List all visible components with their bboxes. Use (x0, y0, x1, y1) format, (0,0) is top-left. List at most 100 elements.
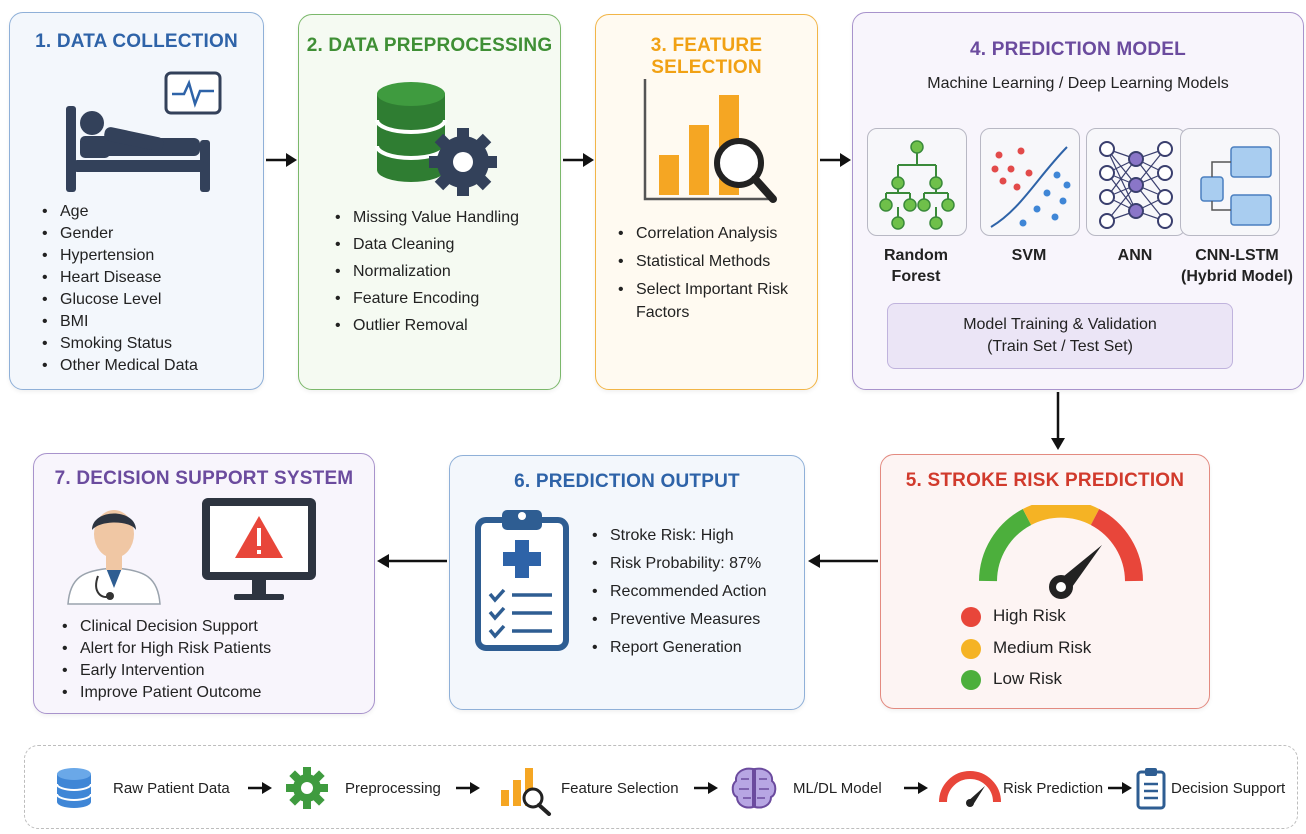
legend-medium-risk: Medium Risk (993, 638, 1092, 657)
list-item: Early Intervention (60, 660, 271, 682)
arrow-right-icon (694, 782, 718, 794)
list-item: Statistical Methods (616, 250, 806, 273)
model-label-random-forest: Random Forest (867, 245, 965, 287)
chart-search-icon (501, 768, 551, 816)
step7-list: Clinical Decision Support Alert for High… (60, 616, 271, 704)
pipeline-summary-strip: Raw Patient Data Preprocessing Feat (24, 745, 1298, 829)
flow-label: Raw Patient Data (113, 779, 230, 797)
flow-item-risk-prediction: Risk Prediction (937, 746, 1103, 830)
flow-item-ml-model: ML/DL Model (731, 746, 882, 830)
flow-item-preprocessing: Preprocessing (285, 746, 441, 830)
list-item: Report Generation (590, 634, 767, 662)
step6-prediction-output-box: 6. PREDICTION OUTPUT Stroke Risk: High R… (449, 455, 805, 710)
gauge-icon (979, 505, 1143, 599)
gauge-icon (939, 771, 1001, 807)
arrow-right-icon (563, 153, 594, 167)
arrow-right-icon (1108, 782, 1132, 794)
legend-dot-high (961, 607, 981, 627)
model-label-line: Forest (891, 268, 941, 285)
doctor-monitor-alert-icon (67, 498, 316, 605)
step2-list: Missing Value Handling Data Cleaning Nor… (333, 204, 519, 339)
step6-title: 6. PREDICTION OUTPUT (514, 471, 740, 492)
legend-low-risk: Low Risk (993, 669, 1062, 688)
database-icon (56, 768, 92, 808)
database-gear-icon (375, 82, 497, 196)
list-item: Preventive Measures (590, 606, 767, 634)
list-item: Clinical Decision Support (60, 616, 271, 638)
flow-label: Preprocessing (345, 779, 441, 797)
list-item: Glucose Level (40, 289, 198, 311)
list-item: Hypertension (40, 245, 198, 267)
training-line1: Model Training & Validation (963, 316, 1157, 333)
gear-icon (286, 767, 328, 809)
brain-icon (731, 767, 777, 809)
list-item: Other Medical Data (40, 355, 198, 377)
step4-prediction-model-box: 4. PREDICTION MODEL Machine Learning / D… (852, 12, 1304, 390)
model-card-svm (980, 128, 1080, 236)
step4-title: 4. PREDICTION MODEL (970, 39, 1186, 60)
arrow-left-icon (377, 554, 447, 568)
list-item: Data Cleaning (333, 231, 519, 258)
step2-title: 2. DATA PREPROCESSING (306, 35, 553, 56)
model-label-line: (Hybrid Model) (1181, 268, 1293, 285)
list-item: Missing Value Handling (333, 204, 519, 231)
arrow-right-icon (820, 153, 851, 167)
step1-list: Age Gender Hypertension Heart Disease Gl… (40, 201, 198, 377)
arrow-left-icon (808, 554, 878, 568)
list-item: Improve Patient Outcome (60, 682, 271, 704)
model-training-panel: Model Training & Validation (Train Set /… (887, 303, 1233, 369)
arrow-right-icon (266, 153, 297, 167)
list-item: Stroke Risk: High (590, 522, 767, 550)
bar-chart-magnifier-icon (643, 79, 777, 203)
list-item: Select Important Risk Factors (616, 278, 806, 324)
list-item: BMI (40, 311, 198, 333)
list-item: Outlier Removal (333, 312, 519, 339)
step5-title: 5. STROKE RISK PREDICTION (905, 470, 1185, 491)
list-item: Alert for High Risk Patients (60, 638, 271, 660)
list-item: Normalization (333, 258, 519, 285)
arrow-right-icon (248, 782, 272, 794)
svm-icon (990, 146, 1071, 228)
list-item: Risk Probability: 87% (590, 550, 767, 578)
list-item: Smoking Status (40, 333, 198, 355)
arrow-down-icon (1051, 392, 1065, 450)
step3-title: 3. FEATURE SELECTION (650, 35, 763, 78)
step2-data-preprocessing-box: 2. DATA PREPROCESSING Missing Value Hand… (298, 14, 561, 390)
step3-list: Correlation Analysis Statistical Methods… (616, 222, 806, 324)
step3-feature-selection-box: 3. FEATURE SELECTION Correlation Analysi… (595, 14, 818, 390)
cnn-lstm-icon (1200, 146, 1272, 226)
model-card-cnn-lstm (1180, 128, 1280, 236)
model-label-line: ANN (1117, 247, 1153, 264)
step6-list: Stroke Risk: High Risk Probability: 87% … (590, 522, 767, 662)
model-card-ann (1086, 128, 1186, 236)
legend-dot-medium (961, 639, 981, 659)
arrow-right-icon (904, 782, 928, 794)
neural-network-icon (1099, 141, 1173, 229)
list-item: Recommended Action (590, 578, 767, 606)
flow-item-raw-data: Raw Patient Data (55, 746, 230, 830)
model-label-line: CNN-LSTM (1195, 247, 1279, 264)
clipboard-medical-icon (475, 510, 569, 651)
flow-label: Decision Support (1171, 779, 1286, 797)
training-line2: (Train Set / Test Set) (987, 338, 1133, 355)
document-icon (1136, 768, 1166, 810)
tree-icon (879, 140, 955, 230)
model-card-random-forest (867, 128, 967, 236)
step1-data-collection-box: 1. DATA COLLECTION Age Gender Hypertensi… (9, 12, 264, 390)
step5-stroke-risk-box: 5. STROKE RISK PREDICTION High Risk Medi… (880, 454, 1210, 709)
flow-label: Risk Prediction (1003, 779, 1104, 797)
model-label-line: Random (884, 247, 948, 264)
list-item: Age (40, 201, 198, 223)
list-item: Gender (40, 223, 198, 245)
arrow-right-icon (456, 782, 480, 794)
legend-high-risk: High Risk (993, 606, 1066, 625)
model-label-line: SVM (1011, 247, 1047, 264)
patient-bed-icon (66, 71, 222, 192)
step4-subtitle: Machine Learning / Deep Learning Models (927, 75, 1229, 92)
step1-title: 1. DATA COLLECTION (35, 31, 238, 52)
flow-item-decision-support: Decision Support (1135, 746, 1285, 830)
list-item: Correlation Analysis (616, 222, 806, 245)
model-label-svm: SVM (980, 245, 1078, 266)
model-label-ann: ANN (1086, 245, 1184, 266)
model-label-cnn-lstm: CNN-LSTM (Hybrid Model) (1173, 245, 1301, 287)
